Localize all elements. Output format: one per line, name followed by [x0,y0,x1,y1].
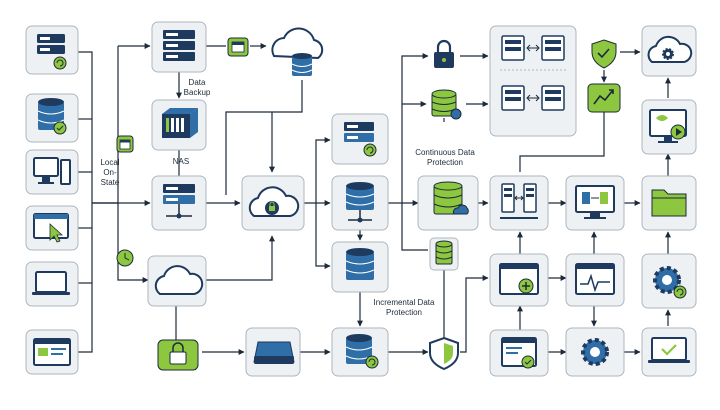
storage-drive-node[interactable] [245,327,301,377]
core-database-node[interactable] [331,175,389,231]
server-sync-icon [344,122,377,157]
connector [401,203,428,251]
cloud-storage-node[interactable] [147,255,207,307]
chart-growth-icon [593,89,614,105]
media-monitor-node[interactable] [641,99,697,155]
cloud-database-icon [271,27,324,76]
connector [117,46,149,283]
label-local-on-state: Local On-State [100,158,120,187]
connector [315,203,331,269]
label-continuous-data-protection: Continuous Data Protection [415,148,475,167]
hard-drive-icon [253,341,295,364]
calendar-icon [119,139,131,150]
shield-check-node[interactable] [591,39,617,69]
browser-cursor-icon [33,213,69,243]
src-webapp-node[interactable] [25,329,79,375]
secure-cloud-node[interactable] [241,175,305,231]
database-gear-icon [431,89,462,120]
src-laptop-node[interactable] [25,261,79,307]
monitor-transfer-node[interactable] [565,175,625,231]
server-sync-icon [37,34,67,70]
growth-chart-node[interactable] [587,83,621,113]
browser-check-icon [501,337,537,369]
nodes [25,21,697,377]
src-desktop-node[interactable] [25,149,79,195]
clock-icon [124,253,130,261]
server-network-icon [163,184,195,219]
gear-sync-icon [653,266,687,299]
laptop-icon [32,271,70,295]
db-green-node[interactable] [431,89,462,120]
folder-icon [651,189,687,217]
label-nas: NAS [172,157,190,166]
connector [401,53,429,203]
database-icon [435,240,453,265]
connector [206,235,275,281]
connector [78,51,93,353]
web-app-icon [33,338,71,366]
gear-node[interactable] [565,327,625,377]
backup-server-node[interactable] [151,21,207,73]
gear-icon [581,338,609,366]
lock-icon [434,39,454,68]
sync-server-node[interactable] [331,113,389,165]
cloud-lock-icon [248,186,300,217]
cloud-database-node[interactable] [271,27,324,76]
connector [225,80,303,195]
shield-check-icon [591,39,617,69]
cloud-settings-node[interactable] [641,25,697,77]
calendar-node[interactable] [227,37,249,57]
connector [519,112,605,172]
laptop-check-node[interactable] [641,327,697,377]
shield-node[interactable] [429,336,459,371]
sync-servers-node[interactable] [489,175,549,231]
database-sync-icon [345,334,379,369]
server-rack-icon [163,30,195,61]
label-data-backup: Data Backup [183,78,211,97]
clock-node[interactable] [116,249,134,267]
gear-sync-node[interactable] [641,253,697,309]
database-icon [345,248,375,280]
connectors [78,43,671,355]
database-cloud-icon [433,181,469,215]
folder-node[interactable] [641,175,697,231]
web-add-node[interactable] [489,253,549,307]
browser-add-icon [499,263,539,295]
nas-node[interactable] [151,99,207,151]
local-server-node[interactable] [151,175,207,231]
lock-node[interactable] [434,39,454,68]
pulse-monitor-node[interactable] [565,253,625,307]
replication-cluster-node[interactable] [489,25,577,137]
monitor-transfer-icon [575,185,615,219]
web-check-node[interactable] [489,329,549,377]
server-pair-icon [500,183,538,219]
src-browser-node[interactable] [25,205,79,251]
cdp-database-node[interactable] [417,175,479,231]
sync-database-node[interactable] [331,327,389,377]
connector [315,137,331,203]
desktop-tower-icon [33,157,71,185]
server-replication-icon [500,35,566,111]
connector [460,275,489,353]
label-incremental-data-protection: Incremental Data Protection [373,298,435,317]
shield-icon [429,336,459,371]
small-database-node[interactable] [429,237,459,271]
cloud-icon [154,265,204,295]
padlock-icon [169,342,187,365]
media-monitor-icon [649,109,687,143]
src-database-node[interactable] [25,93,79,143]
src-server-node[interactable] [25,25,79,75]
database-network-icon [345,182,375,223]
calendar-icon [231,41,245,53]
pulse-monitor-icon [575,263,615,295]
nas-device-icon [162,108,198,138]
laptop-check-icon [648,337,690,363]
schedule-calendar-node[interactable] [116,135,134,153]
replica-database-node[interactable] [331,241,389,293]
database-check-icon [37,98,67,135]
encrypted-vault-node[interactable] [157,339,199,371]
cloud-gear-icon [647,35,693,63]
